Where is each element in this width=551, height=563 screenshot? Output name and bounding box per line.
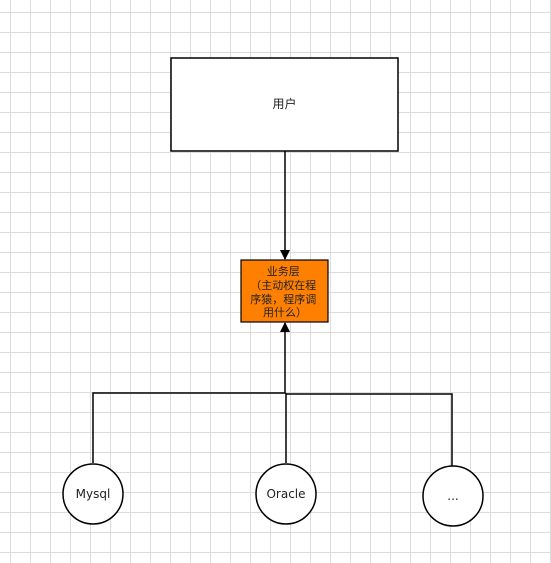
business-layer-box <box>240 259 329 323</box>
other-connector <box>286 393 453 466</box>
user-label: 用户 <box>272 96 296 111</box>
business-layer-line-3: 序猿，程序调 <box>250 292 316 306</box>
business-layer-text: 业务层 （主动权在程 序猿，程序调 用什么） <box>250 265 320 319</box>
user-node[interactable]: 用户 <box>170 57 399 152</box>
mysql-connector <box>92 322 290 463</box>
db-node-other[interactable]: ... <box>422 465 484 527</box>
business-layer-node[interactable]: 业务层 （主动权在程 序猿，程序调 用什么） <box>240 259 329 323</box>
db-node-mysql[interactable]: Mysql <box>62 463 124 525</box>
business-layer-line-4: 用什么） <box>263 306 307 319</box>
db-node-oracle[interactable]: Oracle <box>255 463 317 525</box>
db-label-mysql: Mysql <box>76 487 111 501</box>
database-connectors <box>92 322 453 466</box>
db-label-other: ... <box>447 489 458 503</box>
db-label-oracle: Oracle <box>266 487 305 501</box>
business-layer-line-1: 业务层 <box>267 265 300 278</box>
business-layer-line-2: （主动权在程 <box>250 279 316 292</box>
